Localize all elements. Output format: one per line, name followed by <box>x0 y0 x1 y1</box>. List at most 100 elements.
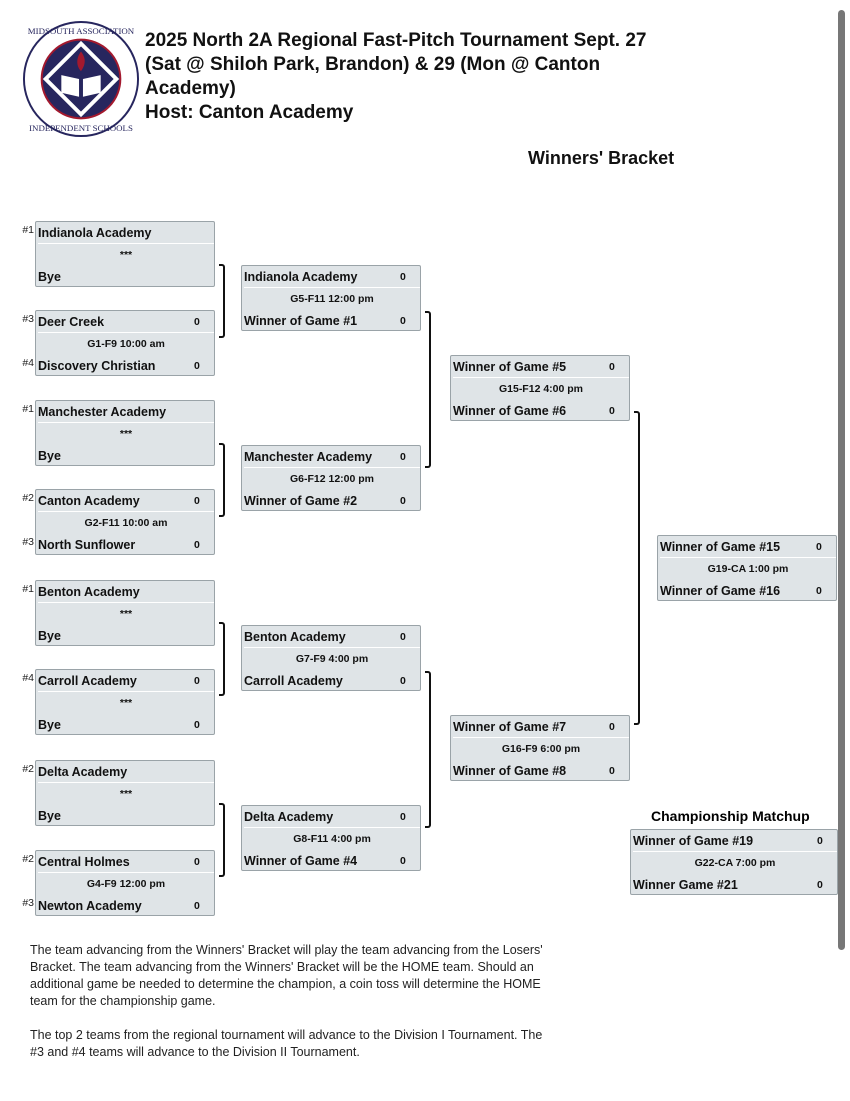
game-box: Indianola Academy *** Bye <box>35 221 215 288</box>
winners-bracket-heading: Winners' Bracket <box>528 148 675 168</box>
team-name: Discovery Christian <box>38 359 156 373</box>
game-info: G6-F12 12:00 pm <box>289 473 375 485</box>
seed-label: #2 <box>22 492 34 504</box>
seed-label: #3 <box>22 536 34 548</box>
notes: The team advancing from the Winners' Bra… <box>30 942 550 1078</box>
score: 0 <box>194 856 200 868</box>
seed-label: #2 <box>22 763 34 775</box>
team-name: Benton Academy <box>38 585 140 599</box>
score: 0 <box>194 719 200 731</box>
team-row: Winner of Game #6 0 <box>453 401 629 422</box>
game-info: *** <box>119 428 133 440</box>
team-name: Bye <box>38 629 61 643</box>
championship-heading: Championship Matchup <box>651 808 810 824</box>
team-name: Central Holmes <box>38 855 130 869</box>
midsouth-logo: MIDSOUTH ASSOCIATION INDEPENDENT SCHOOLS <box>22 20 140 138</box>
team-name: Winner of Game #19 <box>633 834 754 848</box>
team-row: Winner of Game #19 0 <box>633 831 837 852</box>
game-info: *** <box>119 788 133 800</box>
team-row: Bye <box>38 446 214 467</box>
game-info: G7-F9 4:00 pm <box>295 653 369 665</box>
bracket-connector <box>634 411 640 725</box>
score: 0 <box>400 271 406 283</box>
team-name: Winner of Game #4 <box>244 854 358 868</box>
game-info: *** <box>119 249 133 261</box>
score: 0 <box>400 451 406 463</box>
game-info: G4-F9 12:00 pm <box>86 878 166 890</box>
team-row: Bye <box>38 626 214 647</box>
team-name: Indianola Academy <box>244 270 358 284</box>
team-name: North Sunflower <box>38 538 136 552</box>
bracket-connector <box>219 622 225 696</box>
game-info: G22-CA 7:00 pm <box>694 857 776 869</box>
team-name: Bye <box>38 270 61 284</box>
team-row: Benton Academy <box>38 582 214 603</box>
team-name: Indianola Academy <box>38 226 152 240</box>
score: 0 <box>400 315 406 327</box>
team-row: Delta Academy 0 <box>244 807 420 828</box>
score: 0 <box>817 835 823 847</box>
team-name: Delta Academy <box>244 810 334 824</box>
team-row: Central Holmes 0 <box>38 852 214 873</box>
game-info: *** <box>119 608 133 620</box>
game-box: Manchester Academy *** Bye <box>35 400 215 467</box>
seed-label: #4 <box>22 357 34 369</box>
note-paragraph: The team advancing from the Winners' Bra… <box>30 943 543 1008</box>
score: 0 <box>609 405 615 417</box>
team-name: Carroll Academy <box>244 674 343 688</box>
team-name: Bye <box>38 809 61 823</box>
seed-label: #1 <box>22 403 34 415</box>
score: 0 <box>194 360 200 372</box>
score: 0 <box>194 495 200 507</box>
game-info: G8-F11 4:00 pm <box>293 833 371 845</box>
score: 0 <box>400 811 406 823</box>
team-name: Winner of Game #8 <box>453 764 567 778</box>
game-info: G5-F11 12:00 pm <box>290 293 374 305</box>
team-name: Manchester Academy <box>244 450 373 464</box>
bracket-connector <box>425 671 431 828</box>
team-row: Manchester Academy <box>38 402 214 423</box>
game-info: G15-F12 4:00 pm <box>498 383 584 395</box>
game-info: G16-F9 6:00 pm <box>501 743 581 755</box>
team-name: Winner of Game #6 <box>453 404 567 418</box>
game-info: G1-F9 10:00 am <box>87 338 165 350</box>
team-row: Indianola Academy 0 <box>244 267 420 288</box>
team-row: Bye <box>38 806 214 827</box>
svg-text:INDEPENDENT SCHOOLS: INDEPENDENT SCHOOLS <box>29 123 133 133</box>
team-name: Winner of Game #1 <box>244 314 358 328</box>
scrollbar[interactable] <box>838 10 845 950</box>
bracket-connector <box>425 311 431 468</box>
bracket-connector <box>219 443 225 517</box>
team-name: Bye <box>38 449 61 463</box>
team-row: Winner of Game #1 0 <box>244 311 420 332</box>
score: 0 <box>194 316 200 328</box>
team-name: Winner of Game #16 <box>660 584 781 598</box>
team-row: Indianola Academy <box>38 223 214 244</box>
team-name: Delta Academy <box>38 765 128 779</box>
game-box: Central Holmes 0 G4-F9 12:00 pm Newton Ac… <box>35 850 215 917</box>
team-name: Newton Academy <box>38 899 142 913</box>
bracket-connector <box>219 264 225 338</box>
team-name: Winner of Game #2 <box>244 494 358 508</box>
page-title: 2025 North 2A Regional Fast-Pitch Tourna… <box>145 29 665 125</box>
score: 0 <box>400 631 406 643</box>
team-row: Bye <box>38 267 214 288</box>
team-name: Winner Game #21 <box>633 878 738 892</box>
team-row: Discovery Christian 0 <box>38 356 214 377</box>
game-info: G2-F11 10:00 am <box>84 517 168 529</box>
